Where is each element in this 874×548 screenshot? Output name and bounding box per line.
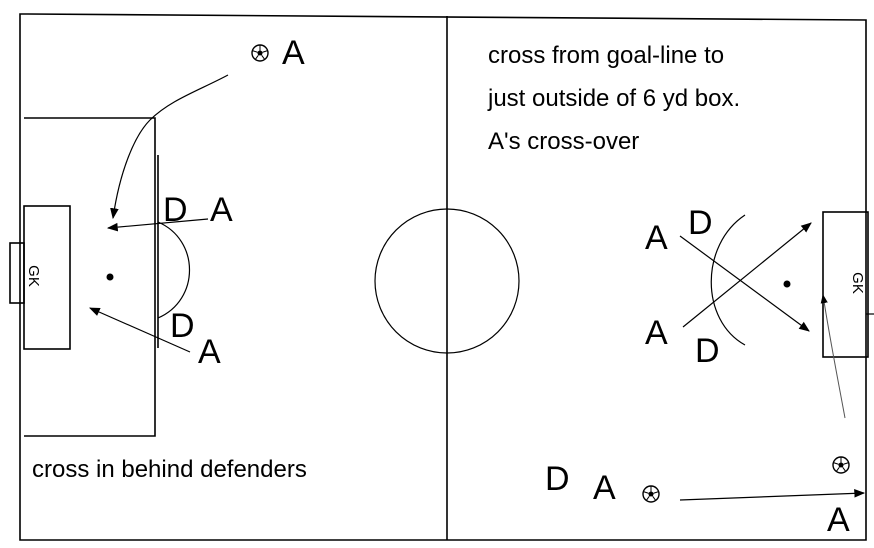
player-defender-lower-left: D xyxy=(170,307,195,345)
arrow-run-upper-attacker xyxy=(106,218,209,232)
arrow-dribble-to-goal-line xyxy=(679,489,866,501)
player-defender-lower-right: D xyxy=(695,332,720,370)
pitch-lines xyxy=(9,13,874,541)
right-caption-line-2: just outside of 6 yd box. xyxy=(487,85,740,112)
player-attacker-lower-right: A xyxy=(645,314,668,352)
left-penalty-arc xyxy=(157,221,190,319)
soccer-ball-icon xyxy=(832,456,850,474)
arrow-crossover-upper xyxy=(679,235,810,332)
player-attacker-upper-right: A xyxy=(645,219,668,257)
left-penalty-spot xyxy=(106,273,114,281)
pitch-outline xyxy=(19,13,867,541)
right-penalty-spot xyxy=(783,280,791,288)
player-defender-bottom: D xyxy=(545,460,570,498)
soccer-ball-icon xyxy=(251,44,269,62)
soccer-ball-icon xyxy=(642,485,660,503)
left-keeper-label: GK xyxy=(25,265,42,287)
right-keeper-label: GK xyxy=(849,272,866,294)
right-caption-line-3: A's cross-over xyxy=(488,128,639,155)
right-caption-line-1: cross from goal-line to xyxy=(488,42,724,69)
player-attacker-bottom: A xyxy=(593,469,616,507)
right-goal-box xyxy=(822,211,869,358)
left-goal xyxy=(9,242,25,304)
right-penalty-arc xyxy=(710,214,746,346)
player-attacker-top: A xyxy=(282,34,305,72)
arrow-cross-to-near-post xyxy=(110,74,229,220)
player-defender-upper-right: D xyxy=(688,204,713,242)
arrow-run-lower-attacker xyxy=(89,307,191,353)
player-attacker-corner: A xyxy=(827,501,850,539)
player-attacker-lower-left: A xyxy=(198,333,221,371)
left-caption: cross in behind defenders xyxy=(32,456,307,483)
arrow-cross-from-goal-line xyxy=(820,294,846,419)
arrow-crossover-lower xyxy=(682,222,812,328)
center-circle xyxy=(374,208,520,354)
left-penalty-box xyxy=(24,117,156,437)
player-attacker-upper-left: A xyxy=(210,191,233,229)
